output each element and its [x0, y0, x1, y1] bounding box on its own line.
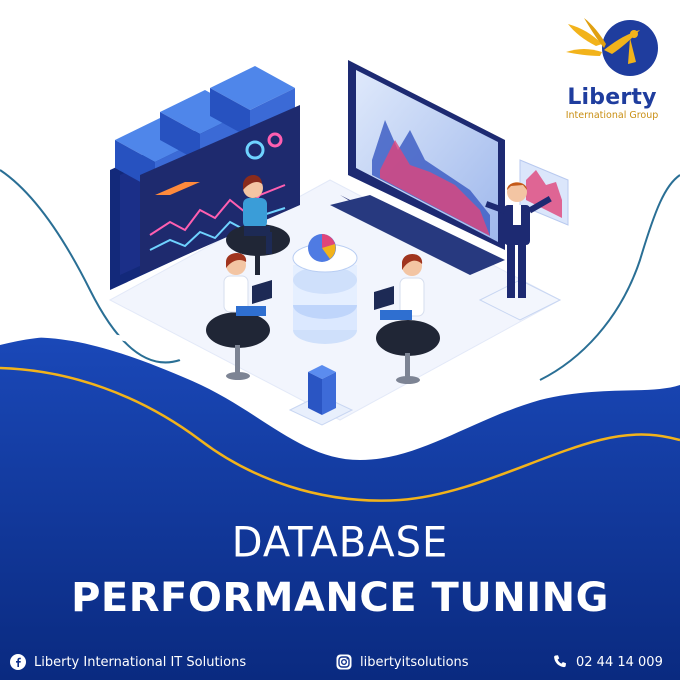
server-rack	[110, 66, 300, 290]
teal-wave-left	[0, 169, 181, 364]
logo-subtitle: International Group	[565, 110, 659, 121]
phone-link[interactable]: 02 44 14 009	[552, 654, 663, 670]
headline-line-2: PERFORMANCE TUNING	[71, 575, 609, 621]
company-logo: Liberty International Group	[556, 14, 668, 134]
facebook-link[interactable]: Liberty International IT Solutions	[10, 654, 246, 670]
headline-line-1: DATABASE	[231, 518, 449, 568]
small-server	[288, 365, 354, 426]
instagram-link[interactable]: libertyitsolutions	[336, 654, 469, 670]
instagram-text: libertyitsolutions	[360, 654, 469, 670]
gold-wave-line	[0, 366, 680, 502]
person-seated-left	[206, 253, 272, 380]
logo-emblem-icon	[566, 18, 658, 76]
logo-name: Liberty	[567, 85, 657, 110]
facebook-text: Liberty International IT Solutions	[34, 654, 247, 670]
person-seated-right	[374, 253, 440, 384]
monitor-illustration	[330, 60, 505, 275]
navy-wave	[0, 337, 680, 680]
footer-contacts: Liberty International IT Solutions liber…	[0, 648, 680, 678]
person-seated-top	[226, 175, 290, 275]
phone-text: 02 44 14 009	[576, 654, 663, 670]
facebook-icon	[10, 654, 26, 670]
database-stack	[292, 234, 358, 344]
person-presenting	[478, 182, 562, 321]
instagram-icon	[336, 654, 352, 670]
phone-icon	[554, 655, 566, 668]
teal-wave-right	[539, 174, 680, 381]
